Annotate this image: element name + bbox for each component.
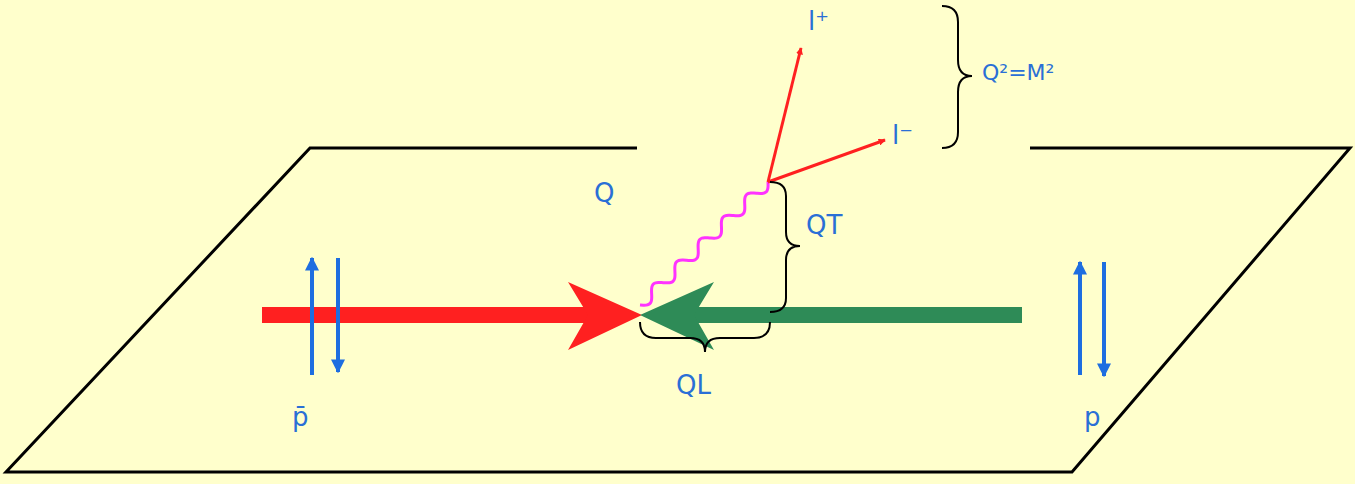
beam-arrowhead (568, 282, 642, 350)
photon-line (640, 182, 768, 305)
lepton-label: l⁻ (892, 122, 913, 148)
proton-beam (690, 307, 1022, 323)
braces (640, 6, 972, 352)
lepton-label: l⁺ (808, 8, 829, 34)
photon-label: Q (594, 180, 614, 206)
plane-outline (6, 148, 1350, 472)
momentum-label: QL (676, 372, 711, 398)
particle-label: p (1084, 404, 1101, 430)
lepton-lines (768, 48, 885, 182)
momentum-label: QT (806, 212, 842, 238)
particle-label: p̄ (292, 404, 309, 430)
mass-label: Q²=M² (982, 62, 1054, 84)
spin-arrows (312, 258, 1104, 376)
